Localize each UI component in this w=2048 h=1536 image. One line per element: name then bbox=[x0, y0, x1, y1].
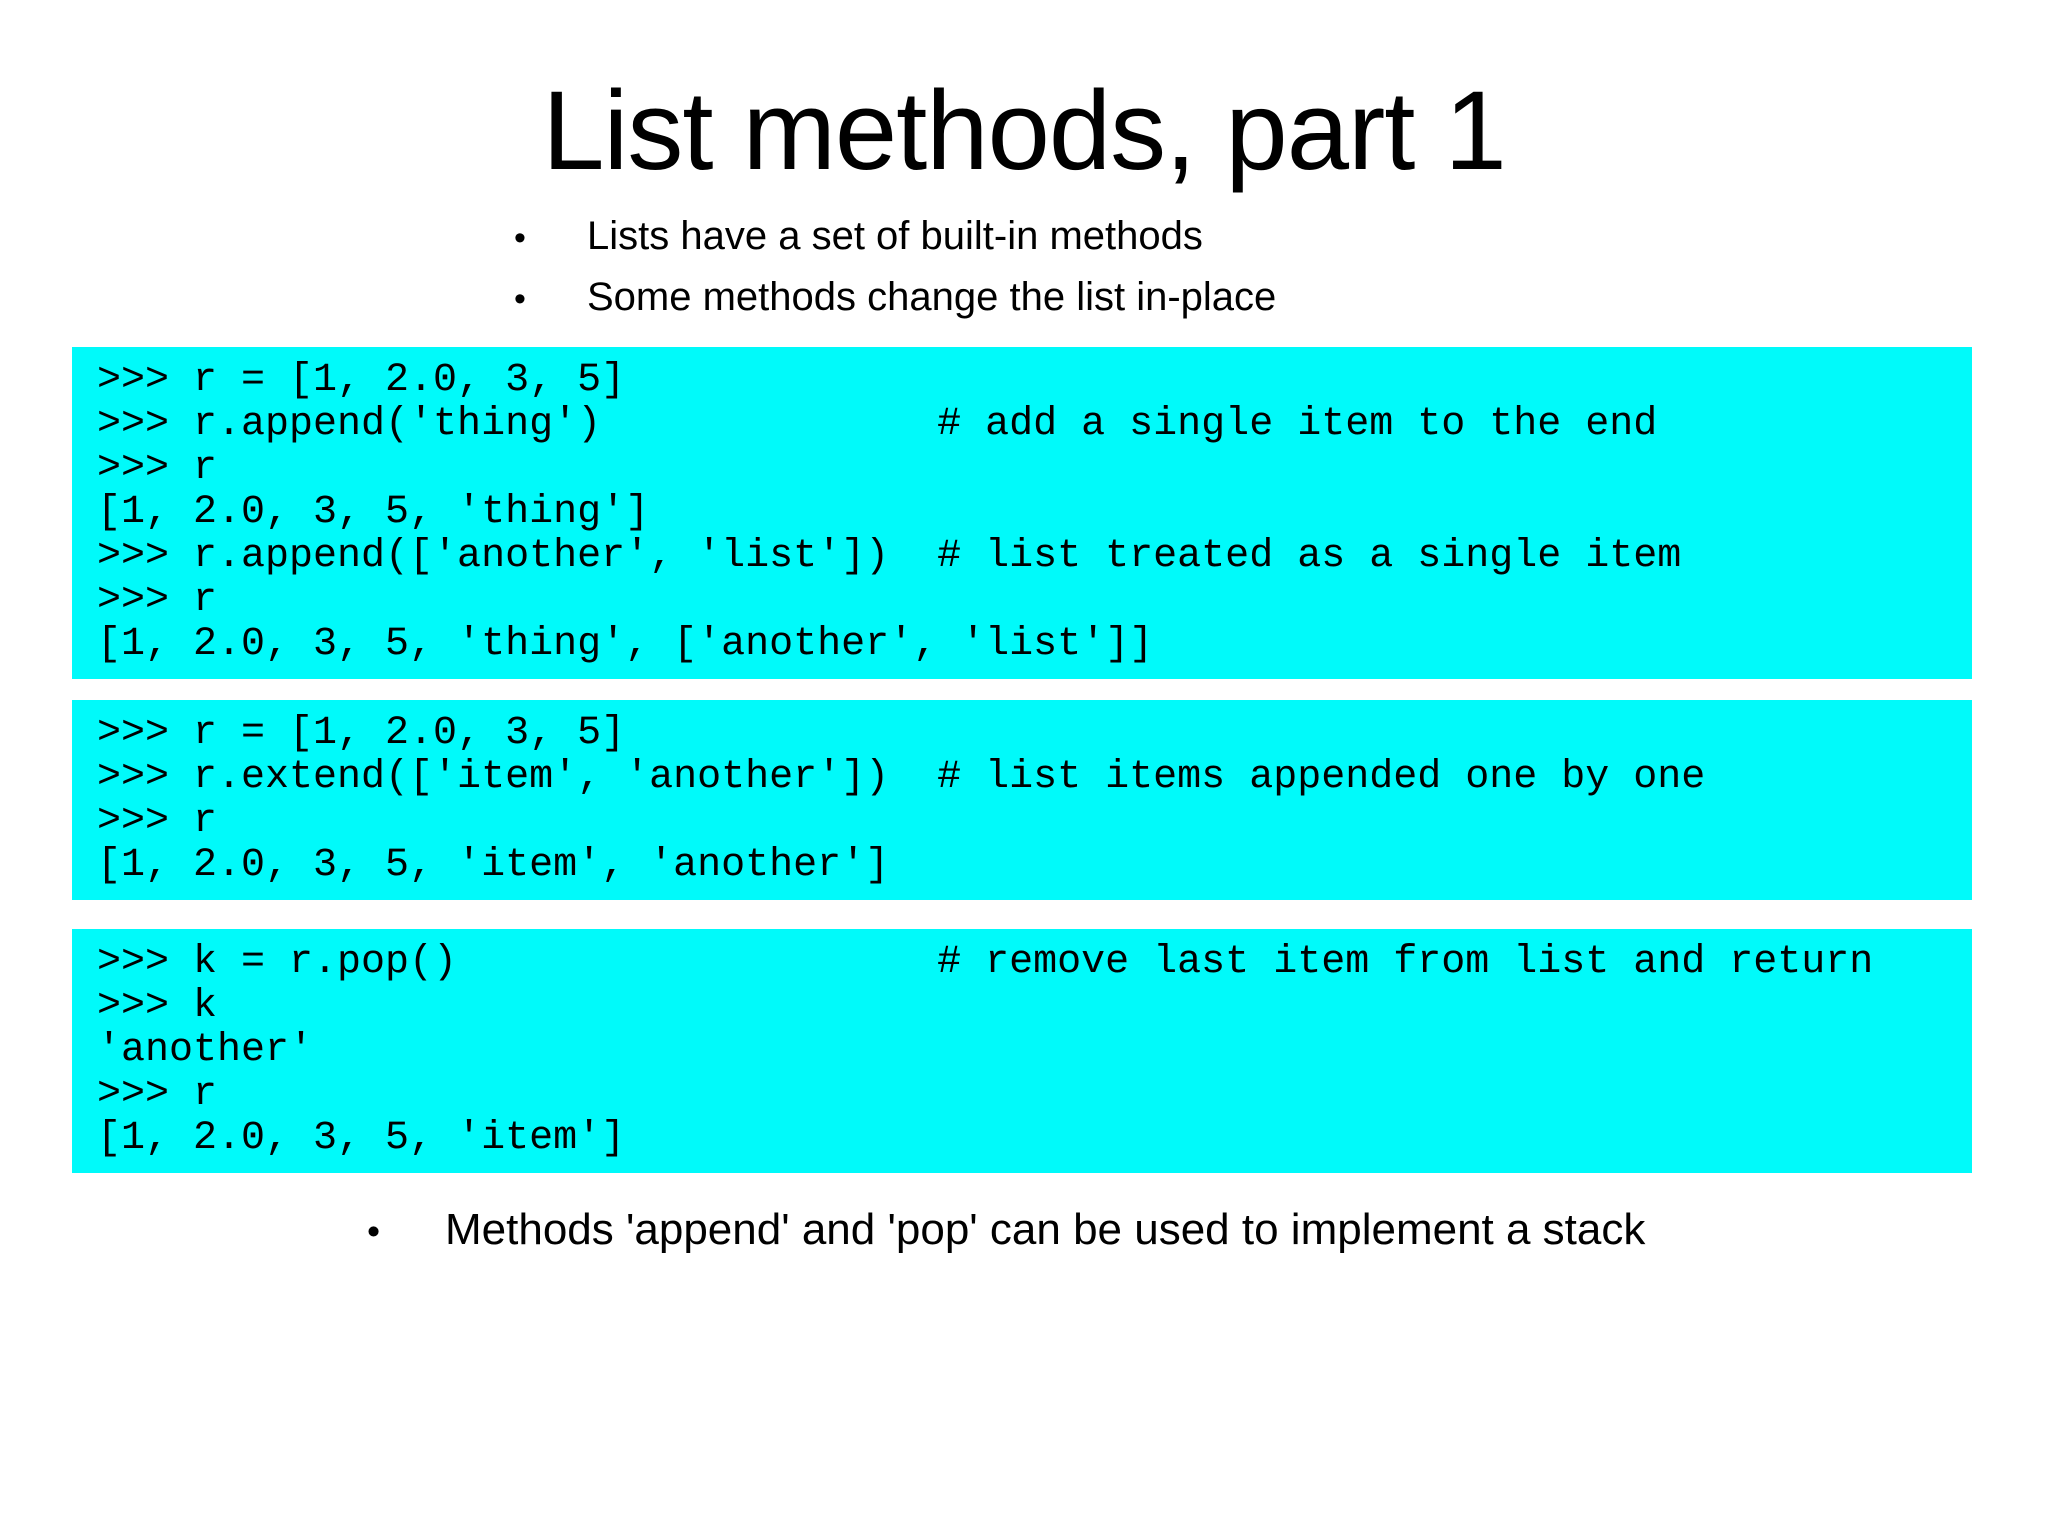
bullet-item-in-place: • Some methods change the list in-place bbox=[514, 275, 1276, 319]
code-block-pop-example: >>> k = r.pop() # remove last item from … bbox=[72, 929, 1972, 1173]
code-block-extend-example: >>> r = [1, 2.0, 3, 5] >>> r.extend(['it… bbox=[72, 700, 1972, 900]
bullet-item-stack: • Methods 'append' and 'pop' can be used… bbox=[367, 1205, 1646, 1254]
bullet-text: Some methods change the list in-place bbox=[587, 275, 1277, 319]
bullet-icon: • bbox=[514, 280, 526, 318]
bullet-text: Lists have a set of built-in methods bbox=[587, 214, 1203, 258]
bullet-item-built-in-methods: • Lists have a set of built-in methods bbox=[514, 214, 1203, 258]
bullet-text: Methods 'append' and 'pop' can be used t… bbox=[445, 1205, 1646, 1254]
code-block-append-example: >>> r = [1, 2.0, 3, 5] >>> r.append('thi… bbox=[72, 347, 1972, 679]
bullet-icon: • bbox=[514, 219, 526, 257]
slide-title: List methods, part 1 bbox=[542, 68, 1507, 193]
bullet-icon: • bbox=[367, 1210, 381, 1252]
